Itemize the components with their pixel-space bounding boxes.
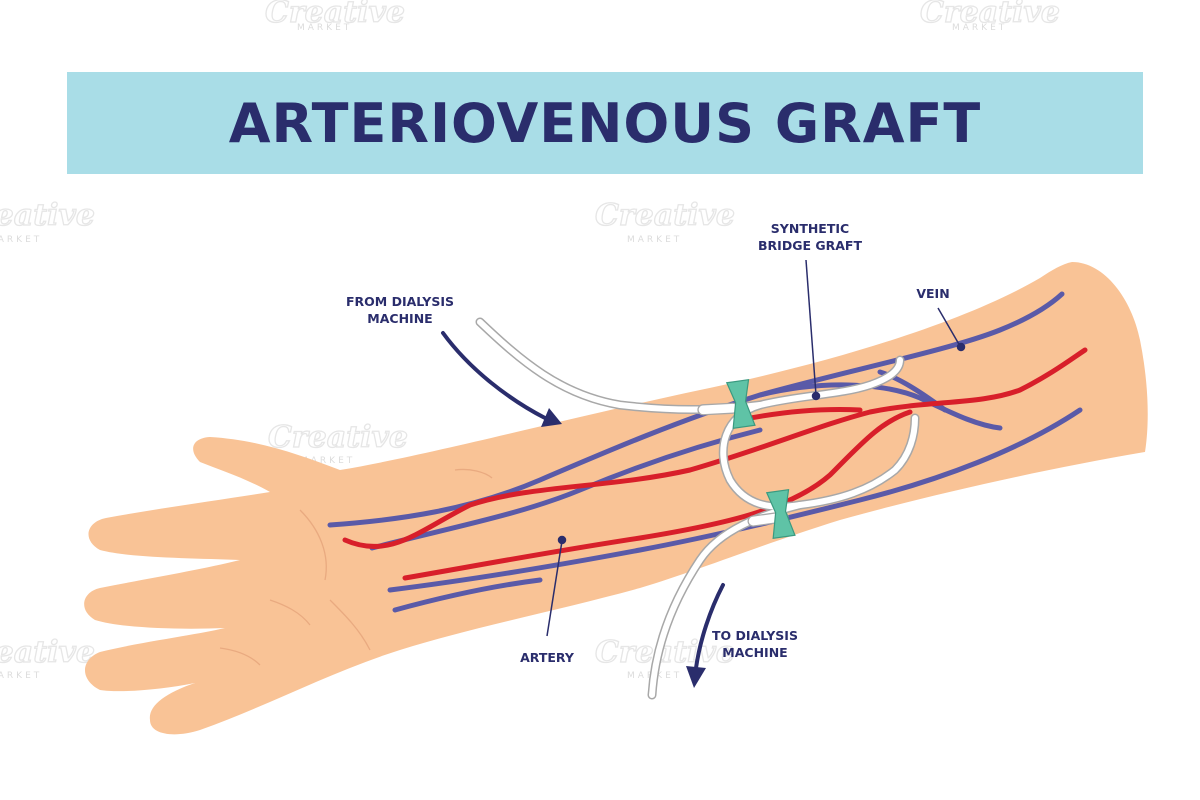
- title-banner: ARTERIOVENOUS GRAFT: [67, 72, 1143, 174]
- hand-creases: [219, 468, 493, 666]
- from-dialysis-label-line1: FROM DIALYSIS: [346, 294, 454, 309]
- svg-text:Creative: Creative: [268, 420, 408, 455]
- svg-text:Creative: Creative: [0, 635, 95, 670]
- svg-text:Creative: Creative: [0, 198, 95, 233]
- watermark: Creative MARKET: [264, 0, 405, 33]
- graft-clamp-upper: [725, 378, 756, 430]
- to-dialysis-label-line1: TO DIALYSIS: [712, 628, 798, 643]
- svg-text:MARKET: MARKET: [0, 671, 42, 681]
- graft-label-line2: BRIDGE GRAFT: [758, 238, 862, 253]
- to-dialysis-label-line2: MACHINE: [722, 645, 787, 660]
- page-title: ARTERIOVENOUS GRAFT: [228, 91, 982, 155]
- arrow-to-dialysis: [686, 583, 725, 688]
- arrow-from-dialysis: [441, 331, 562, 427]
- graft-clamp-lower: [765, 488, 796, 540]
- from-dialysis-label-line2: MACHINE: [367, 311, 432, 326]
- watermark: Creative MARKET: [919, 0, 1060, 33]
- svg-text:MARKET: MARKET: [952, 23, 1007, 33]
- watermark: Creative MARKET: [0, 634, 96, 681]
- svg-text:MARKET: MARKET: [300, 456, 355, 466]
- svg-text:MARKET: MARKET: [297, 23, 352, 33]
- svg-text:Creative: Creative: [920, 0, 1060, 30]
- svg-text:MARKET: MARKET: [627, 235, 682, 245]
- vein-label: VEIN: [916, 286, 949, 301]
- svg-text:MARKET: MARKET: [0, 235, 42, 245]
- graft-label-line1: SYNTHETIC: [771, 221, 849, 236]
- artery-network: [342, 347, 1088, 581]
- artery-label: ARTERY: [520, 650, 575, 665]
- svg-text:Creative: Creative: [265, 0, 405, 30]
- watermark: Creative MARKET: [0, 197, 96, 245]
- svg-text:Creative: Creative: [595, 198, 735, 233]
- watermark: Creative MARKET: [267, 419, 408, 466]
- watermark: Creative MARKET: [594, 197, 735, 245]
- leader-lines: [546, 259, 966, 637]
